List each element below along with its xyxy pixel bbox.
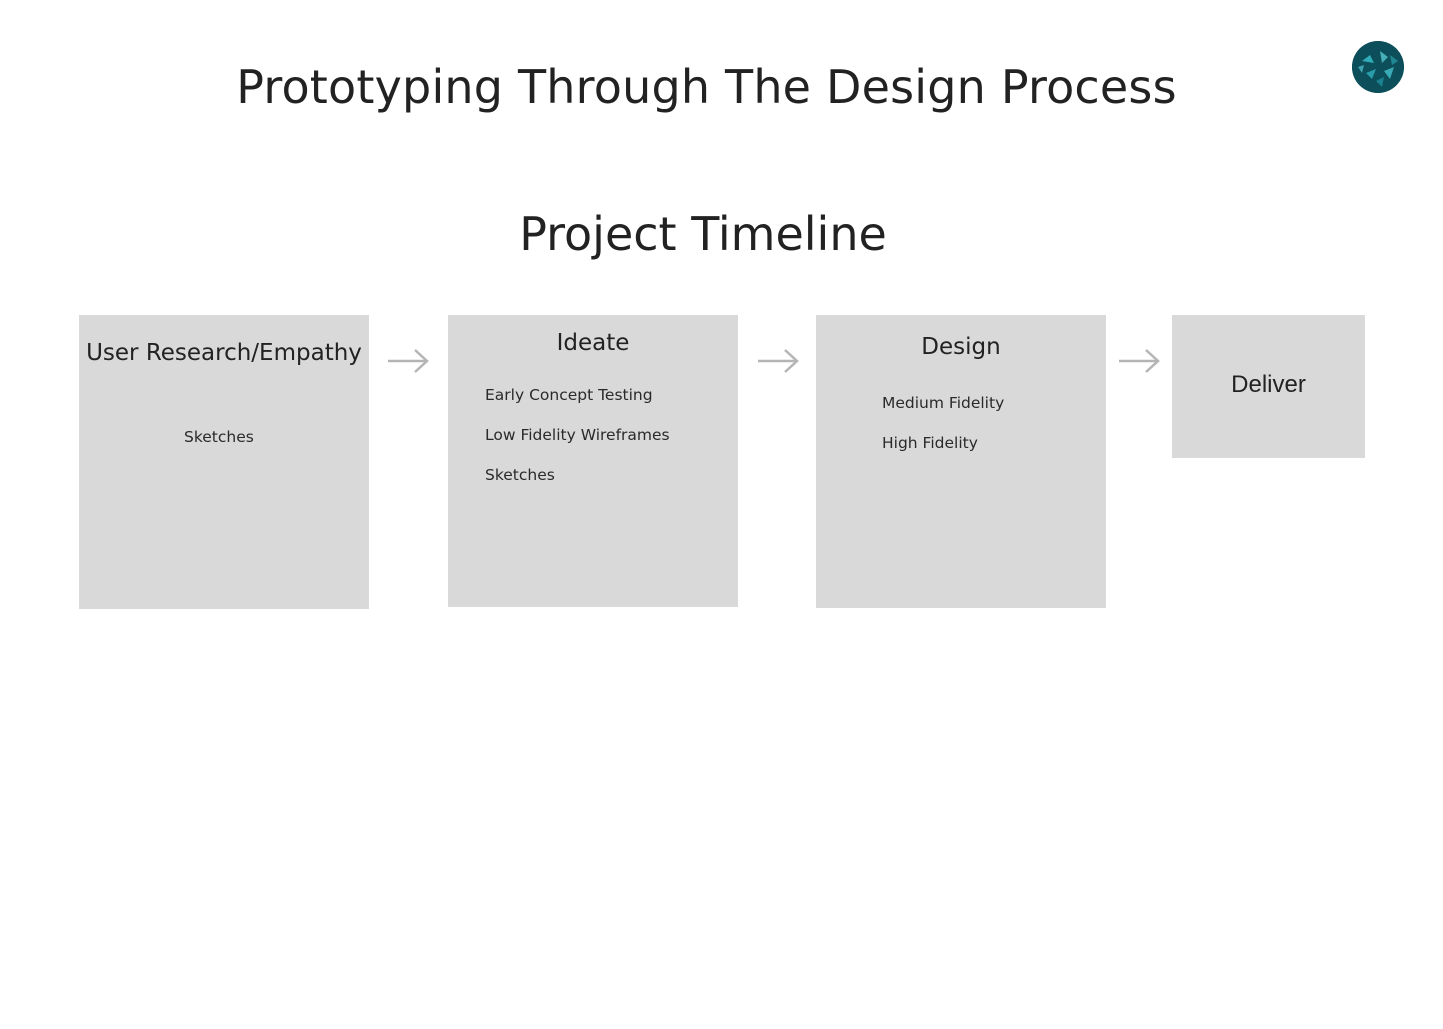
section-title: Project Timeline bbox=[519, 207, 887, 261]
stage-card-ideate: Ideate Early Concept Testing Low Fidelit… bbox=[448, 315, 738, 607]
stage-card-user-research: User Research/Empathy Sketches bbox=[79, 315, 369, 609]
stage-item: Sketches bbox=[485, 466, 555, 484]
stage-card-deliver: Deliver bbox=[1172, 315, 1365, 458]
arrow-right-icon bbox=[757, 346, 801, 376]
stage-item: Low Fidelity Wireframes bbox=[485, 426, 670, 444]
arrow-right-icon bbox=[1118, 346, 1162, 376]
stage-title: User Research/Empathy bbox=[86, 340, 362, 366]
arrow-right-icon bbox=[387, 346, 431, 376]
stage-item: Sketches bbox=[184, 428, 254, 446]
avatar[interactable] bbox=[1352, 41, 1404, 93]
stage-item: Medium Fidelity bbox=[882, 394, 1005, 412]
page-title: Prototyping Through The Design Process bbox=[236, 60, 1177, 114]
stage-card-design: Design Medium Fidelity High Fidelity bbox=[816, 315, 1106, 608]
stage-title: Ideate bbox=[556, 330, 630, 356]
stage-title: Deliver bbox=[1231, 371, 1306, 398]
stage-title: Design bbox=[921, 334, 1001, 360]
avatar-image bbox=[1352, 41, 1404, 93]
stage-item: Early Concept Testing bbox=[485, 386, 653, 404]
stage-item: High Fidelity bbox=[882, 434, 978, 452]
